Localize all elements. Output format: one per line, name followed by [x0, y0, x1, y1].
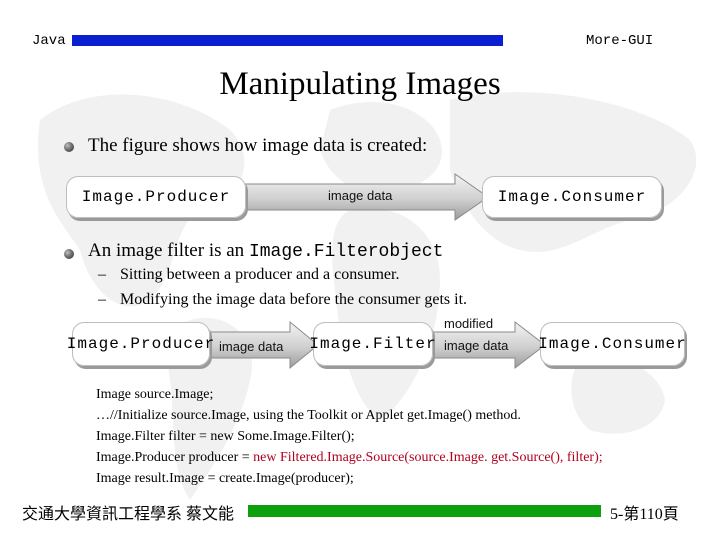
sub-bullet-dash: – [98, 291, 106, 308]
sub-bullet-dash: – [98, 266, 106, 283]
header-course-label: Java [32, 33, 66, 49]
arrow-2 [205, 320, 319, 370]
code-line-2: …//Initialize source.Image, using the To… [96, 408, 521, 423]
bullet-text-1: The figure shows how image data is creat… [88, 135, 428, 156]
header-bar [72, 35, 503, 46]
sub-bullet-2: Modifying the image data before the cons… [120, 291, 468, 308]
node-image-producer-2: Image.Producer [67, 322, 214, 366]
code-line-4: Image.Producer producer = new Filtered.I… [96, 447, 603, 468]
footer-department: 交通大學資訊工程學系 蔡文能 [22, 506, 235, 523]
code-line-5: Image result.Image = create.Image(produc… [96, 471, 354, 486]
node-image-filter: Image.Filter [309, 322, 436, 366]
sub-bullet-1: Sitting between a producer and a consume… [120, 266, 400, 283]
footer-bar [248, 505, 601, 517]
node-image-consumer-2: Image.Consumer [538, 322, 686, 366]
arrow-1-label: image data [328, 188, 393, 203]
footer-page-number: 5-第110頁 [610, 506, 679, 523]
bullet-text-2-prefix: An image filter is an [88, 240, 249, 261]
node-image-producer: Image.Producer [66, 176, 246, 218]
header-topic-label: More-GUI [586, 33, 654, 49]
bullet-icon [64, 142, 74, 152]
bullet-text-2-code: Image.Filterobject [248, 242, 444, 262]
code-line-3: Image.Filter filter = new Some.Image.Fil… [96, 429, 355, 444]
code-line-4-start: Image.Producer producer = [96, 450, 254, 465]
arrow-2-label: image data [219, 339, 284, 354]
slide-title: Manipulating Images [219, 66, 501, 102]
arrow-3-label: image data [444, 338, 509, 353]
node-image-consumer: Image.Consumer [482, 176, 662, 218]
code-line-4-highlight: new Filtered.Image.Source(source.Image. … [253, 450, 603, 465]
arrow-3 [425, 320, 546, 370]
arrow-3-top-label: modified [444, 316, 494, 331]
arrow-1 [240, 173, 489, 221]
bullet-icon [64, 249, 74, 259]
code-block: Image source.Image; …//Initialize source… [96, 384, 603, 489]
bullet-text-2: An image filter is an Image.Filterobject [88, 240, 443, 262]
code-line-1: Image source.Image; [96, 387, 214, 402]
